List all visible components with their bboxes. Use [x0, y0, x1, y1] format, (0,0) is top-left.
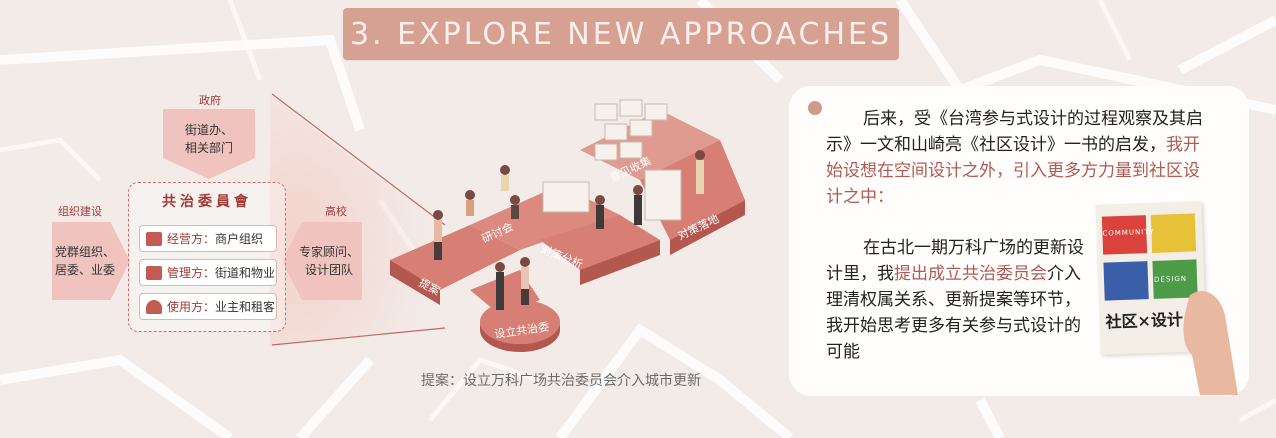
platform-analysis-side	[580, 240, 660, 285]
platform-analysis	[540, 215, 660, 270]
book-title: 社区×设计	[1105, 309, 1184, 332]
video-screen	[594, 103, 618, 121]
proposal-board	[644, 169, 682, 221]
role-key: 使用方：	[167, 300, 216, 314]
org-text-line: 党群组织、	[54, 245, 115, 259]
role-value: 商户组织	[215, 232, 264, 246]
video-screen	[629, 119, 653, 137]
gov-text-line: 相关部门	[184, 141, 233, 155]
platform-proposal-side	[390, 260, 440, 305]
platform-committee-side	[480, 322, 560, 352]
uni-label: 高校	[325, 205, 347, 218]
org-node: 党群组织、居委、业委	[52, 222, 130, 300]
uni-text-line: 专家顾问、	[298, 245, 359, 259]
role-key: 经营方：	[167, 232, 216, 246]
role-value: 业主和租客	[215, 300, 276, 314]
book-blue-block	[1103, 261, 1149, 301]
platform-implement-side	[670, 200, 745, 255]
paragraph-2: 在古北一期万科广场的更新设计里，我提出成立共治委员会介入理清权属关系、更新提案等…	[826, 235, 1090, 365]
video-screen	[644, 103, 668, 121]
paragraph-1-text: 后来，受《台湾参与式设计的过程观察及其启示》一文和山崎亮《社区设计》一书的启发，	[826, 109, 1203, 155]
org-label: 组织建设	[58, 205, 102, 218]
video-screen	[594, 143, 618, 161]
connector-line-top	[271, 93, 446, 226]
platform-proposal	[390, 225, 520, 290]
section-title: 3. EXPLORE NEW APPROACHES	[343, 8, 899, 60]
connector-line-bottom	[271, 327, 446, 346]
committee-role-user: 使用方： 业主和租客	[139, 293, 277, 320]
uni-node: 专家顾问、设计团队	[282, 222, 362, 300]
paragraph-2-text: 在古北一期万科广场的更新设计里，我	[826, 238, 1084, 284]
role-key: 管理方：	[167, 266, 216, 280]
video-screen	[604, 123, 628, 141]
book-yellow-block	[1150, 213, 1197, 253]
hand-holding-book	[1183, 291, 1238, 395]
gov-node: 街道办、相关部门	[163, 109, 255, 179]
gov-text-line: 街道办、	[184, 123, 233, 137]
co-governance-committee: 共治委員會 经营方： 商户组织 管理方： 街道和物业 使用方： 业主和租客	[128, 182, 286, 332]
diagram-caption: 提案：设立万科广场共治委员会介入城市更新	[421, 373, 701, 389]
book-word-design: DESIGN	[1153, 274, 1188, 284]
presentation-board	[542, 181, 590, 213]
paragraph-2-text-end: 介入理清权属关系、更新提案等环节，我开始思考更多有关参与式设计的可能	[826, 264, 1081, 362]
paragraph-1-highlight: 我开始设想在空间设计之外，引入更多方力量到社区设计之中：	[826, 135, 1200, 207]
committee-role-manager: 管理方： 街道和物业	[139, 259, 277, 286]
platform-feedback	[580, 110, 720, 180]
users-icon	[146, 299, 162, 314]
committee-role-operator: 经营方： 商户组织	[139, 225, 277, 252]
role-value: 街道和物业	[215, 266, 276, 280]
uni-text-line: 设计团队	[304, 263, 353, 277]
video-screen	[619, 99, 643, 117]
paragraph-1: 后来，受《台湾参与式设计的过程观察及其启示》一文和山崎亮《社区设计》一书的启发，…	[826, 106, 1210, 210]
book-word-community: COMMUNITY	[1102, 227, 1155, 238]
bullet-dot	[808, 101, 822, 115]
paragraph-2-highlight: 提出成立共治委员会	[894, 264, 1047, 284]
gov-label: 政府	[199, 94, 221, 107]
building-icon	[146, 265, 162, 280]
video-screen	[619, 141, 643, 159]
shop-icon	[146, 231, 162, 246]
committee-title: 共治委員會	[162, 194, 252, 210]
org-text-line: 居委、业委	[54, 263, 115, 277]
connector-glow	[270, 95, 440, 345]
